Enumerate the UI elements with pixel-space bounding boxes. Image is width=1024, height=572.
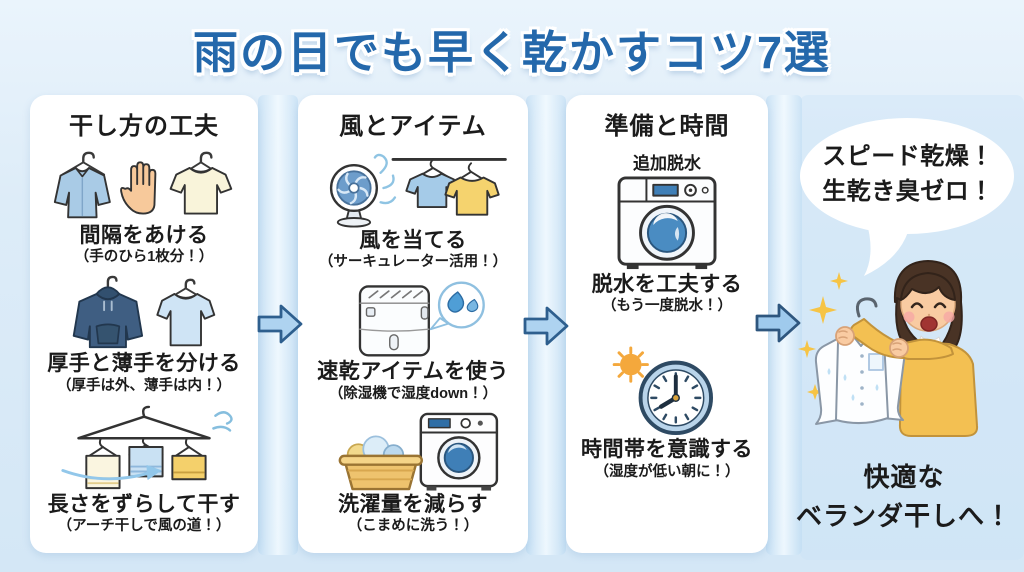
woman-holding-dry-shirt-illustration	[798, 260, 979, 437]
tip-label: 脱水を工夫する	[591, 273, 743, 296]
tip-stagger-length: 長さをずらして干す （アーチ干しで風の道！）	[47, 404, 241, 535]
tip-note: （厚手は外、薄手は内！）	[57, 377, 231, 394]
tip-note: （サーキュレーター活用！）	[318, 254, 508, 271]
icon-caption: 追加脱水	[633, 154, 701, 173]
tip-label: 時間帯を意識する	[581, 438, 753, 462]
circulator-fan-icon	[312, 148, 514, 228]
speech-line-2: 生乾き臭ゼロ！	[822, 177, 994, 205]
hoodie-and-tshirt-icon	[58, 275, 230, 351]
tip-note: （湿度が低い朝に！）	[594, 463, 740, 480]
tip-spacing: 間隔をあける （手のひら1枚分！）	[45, 149, 243, 266]
right-arrow-icon	[755, 303, 801, 343]
sun-clock-icon	[606, 345, 728, 437]
speech-bubble-text: スピード乾燥！ 生乾き臭ゼロ！	[806, 140, 1010, 210]
tip-label: 風を当てる	[359, 229, 467, 252]
laundry-basket-washer-icon	[319, 412, 507, 492]
tip-note: （こまめに洗う！）	[347, 517, 479, 534]
card-hanging-method: 干し方の工夫 間隔をあける （手のひら1枚分！）	[30, 95, 258, 553]
right-arrow-icon	[257, 304, 303, 344]
result-caption: 快適な ベランダ干しへ！	[788, 458, 1020, 536]
page-title: 雨の日でも早く乾かすコツ7選	[192, 27, 832, 78]
right-arrow-icon	[523, 306, 569, 346]
tip-note: （もう一度脱水！）	[601, 298, 733, 315]
tip-quick-dry-items: 速乾アイテムを使う （除湿機で湿度down！）	[317, 279, 508, 402]
tip-note: （手のひら1枚分！）	[74, 249, 214, 266]
tip-label: 洗濯量を減らす	[337, 492, 489, 516]
tip-note: （除湿機で湿度down！）	[328, 385, 498, 402]
tip-apply-wind: 風を当てる （サーキュレーター活用！）	[312, 148, 514, 271]
speech-bubble	[800, 118, 1014, 276]
tip-label: 厚手と薄手を分ける	[47, 352, 241, 376]
tip-reduce-load: 洗濯量を減らす （こまめに洗う！）	[319, 412, 507, 535]
tip-label: 長さをずらして干す	[47, 492, 241, 516]
dehumidifier-icon	[328, 279, 498, 359]
card-header: 干し方の工夫	[69, 113, 219, 140]
tip-extra-spin: 追加脱水 脱水を工夫する （もう一度	[592, 149, 743, 315]
tip-label: 速乾アイテムを使う	[317, 360, 509, 384]
caption-line-2: ベランダ干しへ！	[795, 501, 1012, 531]
tip-label: 間隔をあける	[79, 224, 209, 247]
tip-timing: 時間帯を意識する （湿度が低い朝に！）	[581, 345, 753, 480]
card-header: 風とアイテム	[339, 113, 487, 140]
spaced-shirts-hand-icon	[45, 149, 243, 223]
washing-machine-icon	[613, 176, 721, 272]
staggered-towels-icon	[47, 404, 241, 492]
caption-line-1: 快適な	[863, 462, 945, 492]
card-wind-and-items: 風とアイテム	[298, 95, 528, 553]
tip-note: （アーチ干しで風の道！）	[57, 517, 231, 534]
card-header: 準備と時間	[604, 113, 730, 140]
card-prep-and-timing: 準備と時間 追加脱水 脱水を	[566, 95, 768, 553]
speech-line-1: スピード乾燥！	[822, 143, 994, 170]
tip-separate-thickness: 厚手と薄手を分ける （厚手は外、薄手は内！）	[47, 275, 241, 394]
